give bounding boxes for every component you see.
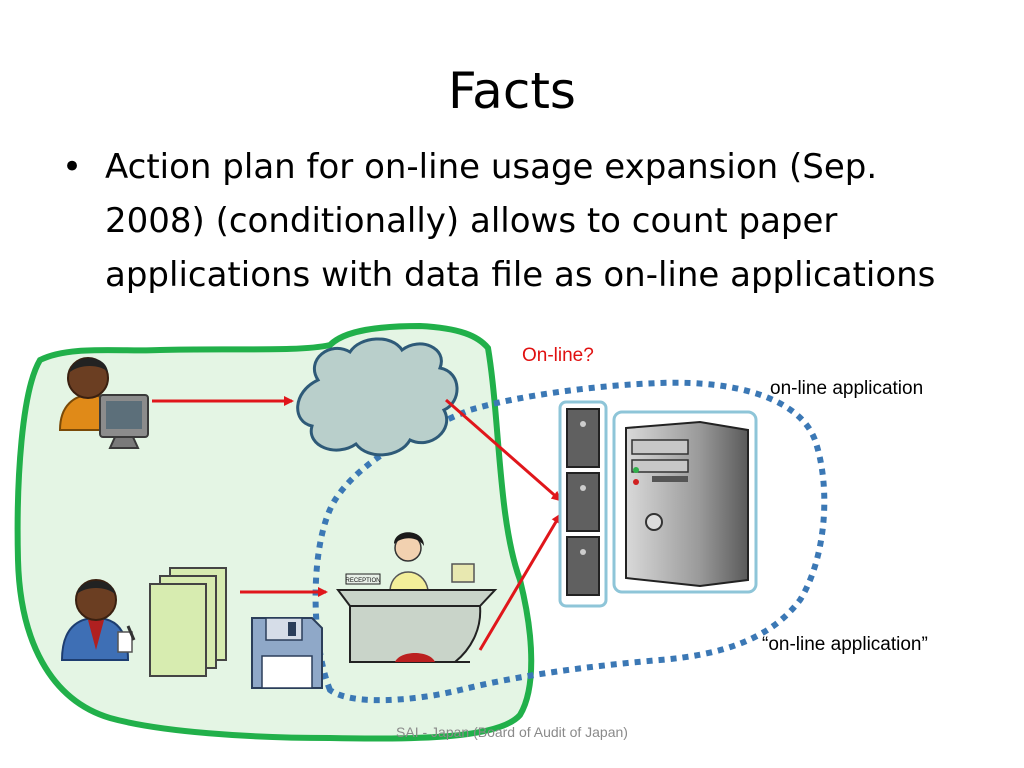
online-question-label: On-line? (522, 345, 594, 366)
slide-title: Facts (448, 62, 576, 120)
arrow-reception-to-server (478, 513, 562, 651)
reception-sign-text: RECEPTION (345, 578, 380, 584)
online-application-label: on-line application (770, 378, 924, 399)
bullet-marker: • (62, 147, 83, 187)
internet-cloud-icon (296, 337, 459, 457)
paper-documents-icon (149, 567, 227, 677)
floppy-disk-icon (251, 617, 323, 689)
online-scope-dotted-outline (312, 379, 828, 704)
online-user-icon (58, 357, 149, 449)
bullet-text: Action plan for on-line usage expansion … (105, 147, 936, 295)
paper-applicant-icon (60, 579, 136, 661)
reception-desk-icon: RECEPTION (336, 532, 498, 663)
arrow-cloud-to-server (445, 398, 562, 502)
quoted-online-application-label: “on-line application” (762, 634, 928, 655)
slide-footer: SAI - Japan (Board of Audit of Japan) (396, 724, 628, 740)
rack-server-icon (558, 400, 608, 608)
tower-server-icon (612, 410, 758, 594)
